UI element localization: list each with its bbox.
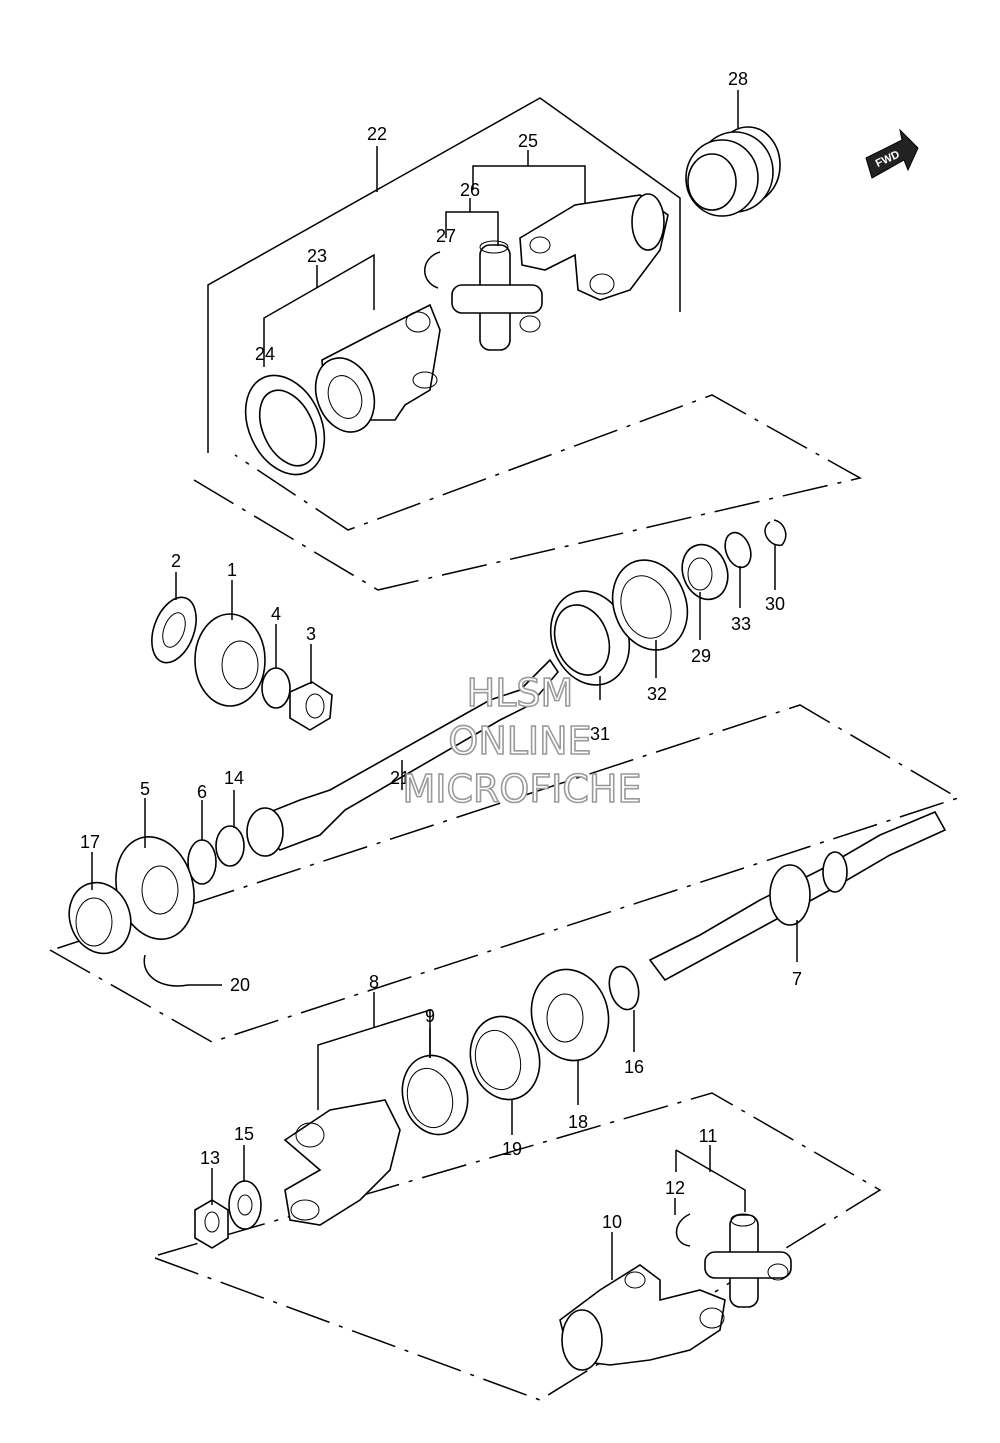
bearing-17-part — [68, 881, 132, 955]
bearing-18-part — [530, 968, 610, 1062]
seal-19-part — [469, 1015, 541, 1101]
bellows-boot-part — [685, 126, 781, 217]
washer-15-part — [228, 1180, 262, 1230]
part-label-14: 14 — [224, 768, 244, 788]
part-label-15: 15 — [234, 1124, 254, 1144]
yoke-8-part — [283, 1099, 401, 1226]
circlip-12-part — [675, 1213, 691, 1247]
part-label-5: 5 — [140, 779, 150, 799]
bevel-gear-part — [194, 613, 266, 707]
circlip-30-part — [764, 519, 787, 546]
ring-16-part — [608, 965, 640, 1011]
part-label-4: 4 — [271, 604, 281, 624]
leader-lines — [91, 90, 798, 1280]
part-label-2: 2 — [171, 551, 181, 571]
part-label-27: 27 — [436, 226, 456, 246]
part-label-25: 25 — [518, 131, 538, 151]
part-label-18: 18 — [568, 1112, 588, 1132]
part-label-12: 12 — [665, 1178, 685, 1198]
shaft-21-part — [246, 658, 560, 857]
part-label-17: 17 — [80, 832, 100, 852]
part-label-11: 11 — [699, 1126, 718, 1146]
part-label-3: 3 — [306, 624, 316, 644]
assembly-box-lower — [154, 1092, 882, 1401]
universal-cross-lower-part — [704, 1213, 792, 1308]
part-label-6: 6 — [197, 782, 207, 802]
assembly-box-driveshaft — [49, 704, 960, 1043]
clip-20-part — [143, 954, 189, 987]
nut-13-part — [194, 1199, 229, 1249]
circlip-upper-part — [424, 251, 441, 289]
part-label-9: 9 — [425, 1006, 435, 1026]
yoke-right-part — [519, 193, 669, 301]
part-label-1: 1 — [227, 560, 237, 580]
washer-2-part — [151, 596, 197, 664]
yoke-10-part — [559, 1264, 726, 1371]
part-label-30: 30 — [765, 594, 785, 614]
part-label-28: 28 — [728, 69, 748, 89]
part-label-32: 32 — [647, 684, 667, 704]
universal-cross-part — [451, 240, 543, 351]
spacer-29-part — [681, 543, 729, 601]
part-label-31: 31 — [590, 724, 610, 744]
part-label-7: 7 — [792, 969, 802, 989]
nut-3-part — [289, 681, 333, 731]
ring-9-part — [401, 1054, 469, 1136]
ring-33-part — [724, 531, 752, 569]
watermark: HLSM ONLINE MICROFICHE — [402, 670, 643, 812]
washer-4-part — [261, 667, 291, 709]
watermark-line-1: HLSM — [467, 671, 574, 715]
part-label-33: 33 — [731, 614, 751, 634]
part-label-23: 23 — [307, 246, 327, 266]
part-label-21: 21 — [390, 768, 410, 788]
seal-ring-part — [244, 374, 326, 476]
part-label-10: 10 — [602, 1212, 622, 1232]
yoke-upper-part — [314, 303, 441, 433]
bearing-31-part — [549, 590, 631, 686]
watermark-line-2: ONLINE — [448, 719, 591, 763]
part-label-24: 24 — [255, 344, 275, 364]
part-label-16: 16 — [624, 1057, 644, 1077]
part-label-29: 29 — [691, 646, 711, 666]
fwd-arrow-icon: FWD — [865, 128, 919, 179]
assembly-box-upper — [193, 97, 863, 591]
part-number-labels: 22 23 24 25 26 27 28 2 1 4 3 31 32 29 33… — [80, 69, 802, 1232]
watermark-line-3: MICROFICHE — [402, 767, 641, 811]
part-label-22: 22 — [367, 124, 387, 144]
part-label-20: 20 — [230, 975, 250, 995]
washer-14-part — [215, 825, 245, 867]
part-label-13: 13 — [200, 1148, 220, 1168]
part-label-8: 8 — [369, 972, 379, 992]
part-label-19: 19 — [502, 1139, 522, 1159]
part-label-26: 26 — [460, 180, 480, 200]
driveshaft-7-part — [648, 810, 947, 982]
seal-32-part — [611, 559, 689, 651]
